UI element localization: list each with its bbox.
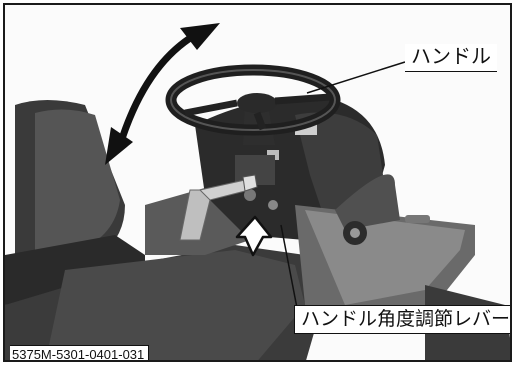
steering-wheel-illustration: [165, 64, 341, 136]
tilt-lever-label: ハンドル角度調節レバー: [294, 305, 510, 334]
figure-code: 5375M-5301-0401-031: [10, 345, 150, 360]
tilt-direction-arrow: [105, 23, 220, 165]
floor-deck: [295, 174, 510, 360]
lever-push-arrow: [235, 215, 273, 257]
tilt-lever-illustration: [179, 174, 258, 241]
figure-frame: ハンドル ハンドル角度調節レバー 5375M-5301-0401-031: [3, 3, 512, 362]
leader-lines: [280, 61, 406, 309]
steering-wheel-label: ハンドル: [405, 44, 497, 72]
